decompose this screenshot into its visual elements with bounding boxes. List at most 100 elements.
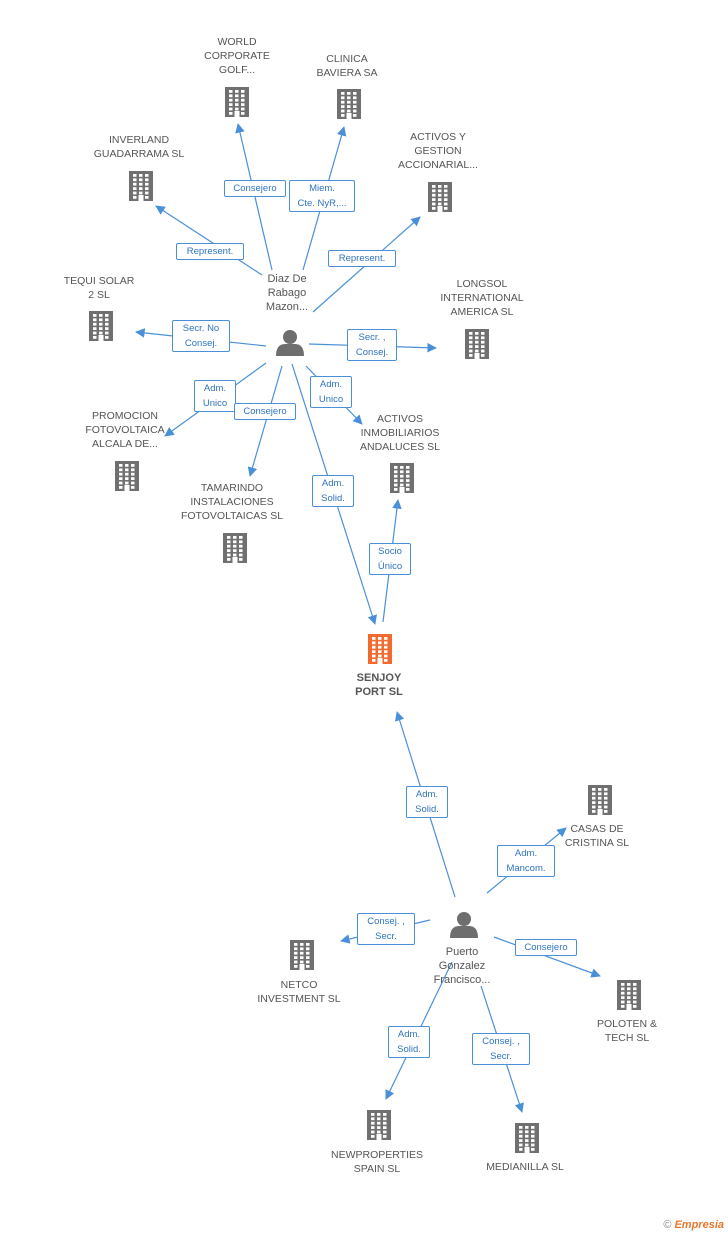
edge-label-activos_gestion: Represent.	[328, 249, 396, 267]
company-tamarindo-line: TAMARINDO	[200, 482, 264, 494]
building-icon-poloten[interactable]	[617, 980, 641, 1010]
edge-inverland	[155, 205, 263, 276]
person-puerto-line: Francisco...	[433, 974, 491, 986]
building-icon-activos_gestion[interactable]	[428, 182, 452, 212]
edge-label-casas: Adm.Mancom.	[497, 845, 555, 877]
edge-label-tequi: Secr. No Consej.	[172, 320, 230, 352]
edge-label-newproperties: Adm. Solid.	[388, 1026, 430, 1058]
company-promocion-line: PROMOCION	[92, 410, 158, 422]
edge-label-line: Secr. ,	[358, 332, 386, 343]
center-company-line: SENJOY	[356, 672, 402, 684]
company-longsol-line: LONGSOL	[456, 278, 508, 290]
footer: ©Empresia	[663, 1219, 724, 1231]
company-world-line: GOLF...	[218, 64, 256, 76]
company-inverland-line: INVERLAND	[108, 134, 170, 146]
edge-label-line: Secr.	[375, 931, 397, 942]
edge-label-line: Socio	[378, 546, 402, 557]
company-tamarindo-line: INSTALACIONES	[190, 496, 274, 508]
person-diaz-line: Mazon...	[265, 301, 309, 313]
edge-label-line: Solid.	[397, 1044, 421, 1055]
edge-label-line: Consej. ,	[367, 916, 405, 927]
edge-label-line: Miem.	[309, 183, 335, 194]
company-netco-line: INVESTMENT SL	[257, 993, 341, 1005]
person-puerto-line: Puerto	[445, 946, 479, 958]
building-icon-promocion[interactable]	[115, 461, 139, 491]
edge-label-world: Consejero	[224, 179, 286, 197]
edge-label-line: Adm.	[321, 478, 345, 489]
icons-layer	[89, 87, 641, 1153]
edge-label-diaz_center: Adm. Solid.	[312, 475, 354, 507]
building-icon-casas[interactable]	[588, 785, 612, 815]
building-icon-newproperties[interactable]	[367, 1110, 391, 1140]
company-tequi-line: TEQUI SOLAR	[63, 275, 135, 287]
company-tamarindo-line: FOTOVOLTAICAS SL	[180, 510, 284, 522]
building-icon-longsol[interactable]	[465, 329, 489, 359]
person-icon-diaz[interactable]	[276, 330, 304, 356]
edge-label-line: Consejero	[243, 405, 287, 417]
company-medianilla[interactable]: MEDIANILLA SL	[470, 1160, 580, 1174]
company-activos_gestion-line: ACTIVOS Y	[410, 131, 466, 143]
center-company[interactable]: SENJOY PORT SL	[329, 671, 429, 699]
building-icon-inverland[interactable]	[129, 171, 153, 201]
company-tamarindo[interactable]: TAMARINDO INSTALACIONES FOTOVOLTAICAS SL	[172, 481, 292, 523]
copyright-symbol: ©	[663, 1219, 672, 1231]
company-longsol-line: AMERICA SL	[450, 306, 514, 318]
company-world[interactable]: WORLD CORPORATE GOLF...	[182, 35, 292, 77]
edge-label-line: Adm.	[319, 379, 343, 390]
company-activos_gestion-line: ACCIONARIAL...	[398, 159, 478, 171]
building-icon-tequi[interactable]	[89, 311, 113, 341]
company-poloten[interactable]: POLOTEN & TECH SL	[577, 1017, 677, 1045]
edge-label-line: Solid.	[321, 493, 345, 504]
brand-logo[interactable]: Empresia	[674, 1219, 724, 1231]
company-poloten-line: TECH SL	[604, 1032, 650, 1044]
person-icon-puerto[interactable]	[450, 912, 478, 938]
edge-label-line: Adm.	[415, 789, 439, 800]
center-company-line: PORT SL	[355, 686, 403, 698]
building-icon-clinica[interactable]	[337, 89, 361, 119]
edge-label-puerto_center: Adm.Solid.	[406, 786, 448, 818]
edge-label-line: Unico	[202, 398, 228, 409]
company-longsol[interactable]: LONGSOL INTERNATIONAL AMERICA SL	[427, 277, 537, 319]
person-puerto-line: Gonzalez	[438, 960, 486, 972]
company-poloten-line: POLOTEN &	[596, 1018, 658, 1030]
building-icon-activos_inmo[interactable]	[390, 463, 414, 493]
edge-label-line: Adm.	[203, 383, 227, 394]
edge-label-netco: Consej. , Secr.	[357, 913, 415, 945]
building-icon-tamarindo[interactable]	[223, 533, 247, 563]
edge-label-activos_inmo: Adm. Unico	[310, 376, 352, 408]
edges-layer	[135, 123, 601, 1113]
company-longsol-line: INTERNATIONAL	[440, 292, 524, 304]
company-clinica-line: BAVIERA SA	[316, 67, 378, 79]
building-icon-center[interactable]	[368, 634, 392, 664]
edge-label-line: Consej.	[184, 338, 218, 349]
edge-label-line: Mancom.	[506, 863, 546, 874]
building-icon-medianilla[interactable]	[515, 1123, 539, 1153]
company-activos_inmo-line: INMOBILIARIOS	[360, 427, 440, 439]
company-world-line: WORLD	[217, 36, 257, 48]
edge-world	[235, 123, 273, 271]
company-medianilla-line: MEDIANILLA SL	[486, 1161, 564, 1173]
building-icon-world[interactable]	[225, 87, 249, 117]
company-activos_inmo-line: ANDALUCES SL	[360, 441, 440, 453]
edge-label-poloten: Consejero	[515, 938, 577, 956]
building-icon-netco[interactable]	[290, 940, 314, 970]
edge-label-line: Unico	[318, 394, 344, 405]
person-diaz-line: Rabago	[267, 287, 307, 299]
edge-label-line: Secr. No	[182, 323, 220, 334]
edge-label-medianilla: Consej. ,Secr.	[472, 1033, 530, 1065]
edge-label-line: Represent.	[186, 245, 234, 257]
company-world-line: CORPORATE	[204, 50, 270, 62]
edge-label-line: Adm.	[397, 1029, 421, 1040]
